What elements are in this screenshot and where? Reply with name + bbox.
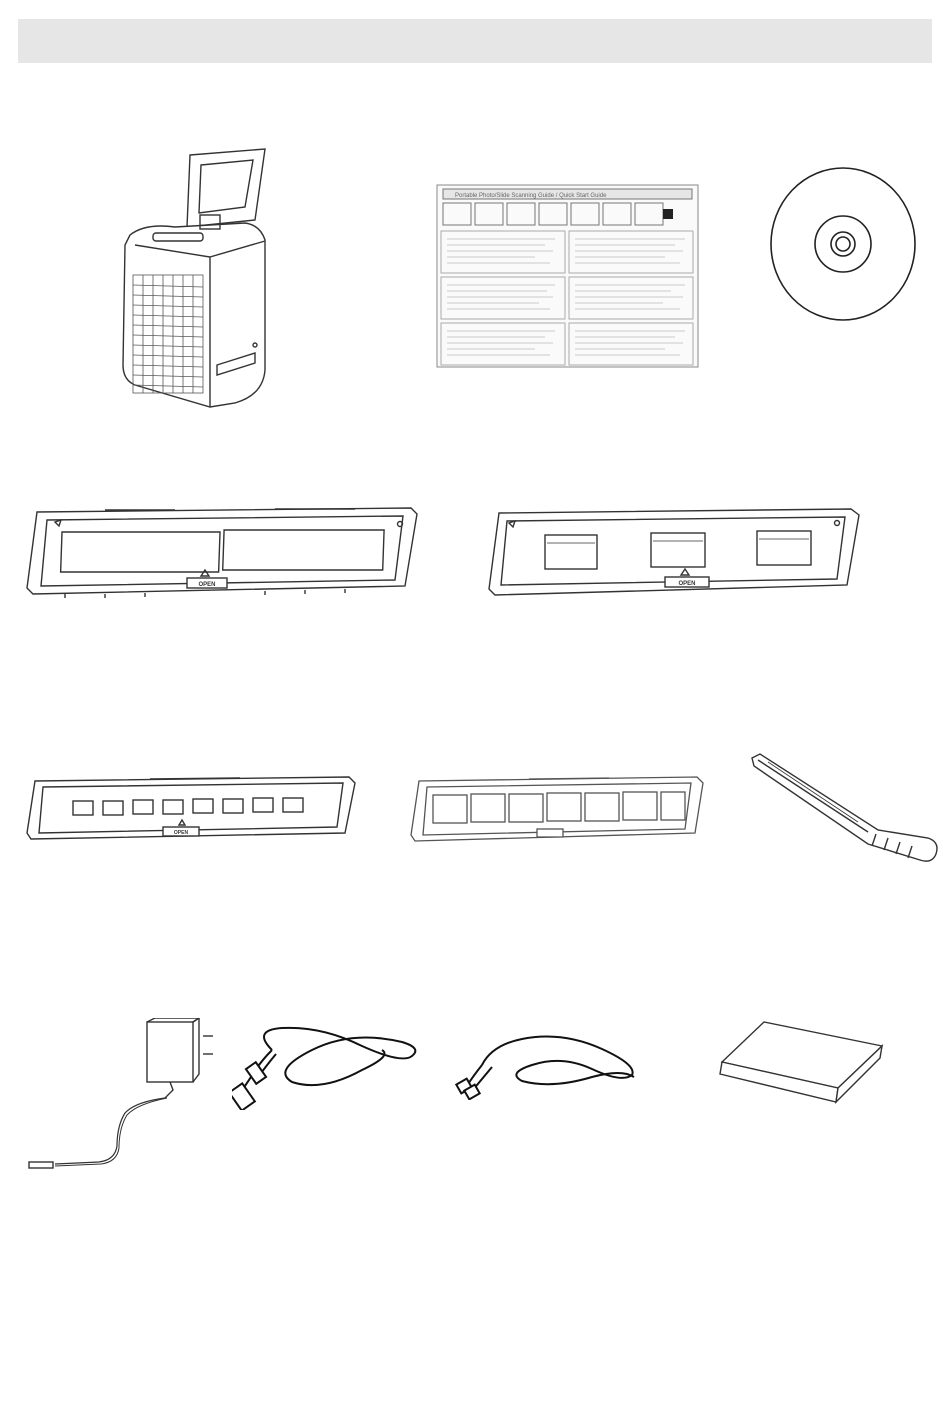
quick-guide-icon: Portable Photo/Slide Scanning Guide / Qu… (435, 183, 700, 369)
film-holder-126-icon (409, 773, 707, 845)
slide-holder-icon: OPEN (487, 505, 867, 605)
tv-cable-icon (452, 1025, 648, 1100)
usb-cable-icon (232, 1020, 424, 1110)
film-holder-35mm-open-label: OPEN (198, 582, 215, 588)
power-adapter-icon (25, 1018, 215, 1178)
film-holder-35mm-icon: OPEN (25, 504, 423, 604)
guide-title: Portable Photo/Slide Scanning Guide / Qu… (455, 193, 607, 199)
film-holder-110-open-label: OPEN (174, 830, 189, 836)
cleaning-brush-icon (748, 752, 943, 867)
film-holder-110-icon: OPEN (25, 773, 360, 845)
cd-disc-icon (768, 166, 918, 322)
film-scanner-icon (105, 145, 275, 410)
battery-icon (718, 1018, 886, 1106)
header-bar (18, 19, 932, 63)
slide-holder-open-label: OPEN (678, 581, 695, 587)
